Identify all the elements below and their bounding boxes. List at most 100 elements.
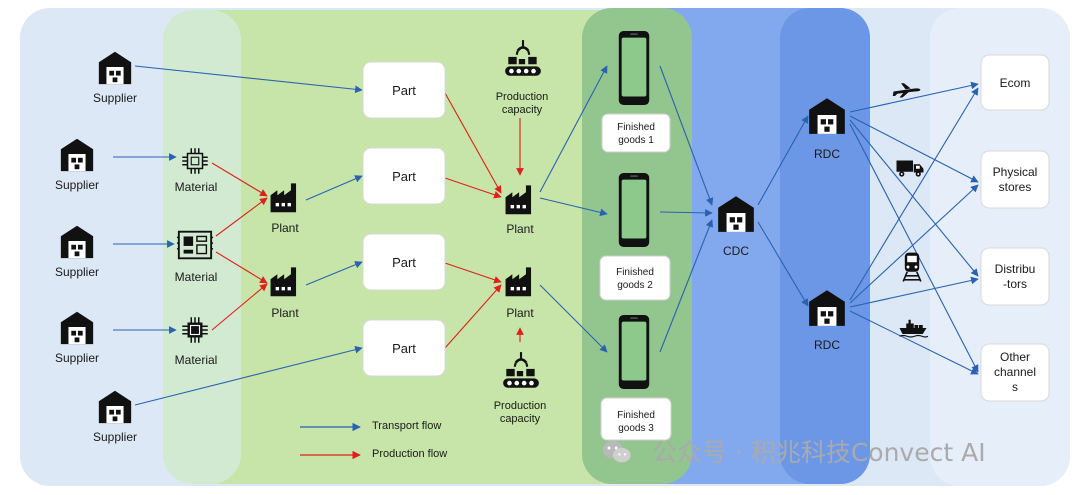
sourcing-band [163,10,241,484]
part-label: Part [392,169,416,184]
supplier-label: Supplier [93,430,137,444]
production-capacity-2: Production capacity [494,350,547,425]
goods-label-line2: goods 3 [618,423,654,434]
transport-flow-arrow [849,123,979,373]
smartphone-icon [618,314,650,390]
transport-flow-arrow [849,276,979,308]
channel-ecom: Ecom [980,54,1050,111]
plant-3: Plant [505,185,534,236]
transport-flow-arrow [539,197,608,217]
capacity-label-line2: capacity [500,413,541,425]
part-4: Part [362,319,446,377]
capacity-label-line1: Production [494,400,547,412]
plant-4: Plant [505,267,534,320]
supplier-label: Supplier [55,351,99,365]
channel-label: Ecom [1000,76,1031,90]
goods-label-line1: Finished [617,122,655,133]
transport-flow-arrow [134,65,363,94]
transport-flow-arrow [659,209,713,217]
transport-flow-arrow [659,65,714,206]
supplier-2: Supplier [55,138,99,192]
plant-label: Plant [271,221,299,235]
smartphone-icon [618,30,650,106]
supplier-label: Supplier [93,91,137,105]
finished-goods-1: Finished goods 1 [601,30,671,153]
legend: Transport flow Production flow [300,420,447,460]
channel-label-line3: s [1012,380,1018,394]
transport-flow-arrow [305,175,363,201]
supplier-1: Supplier [93,51,137,105]
production-flow-arrow [211,283,268,331]
production-flow-arrow [215,251,268,284]
production-capacity-1: Production capacity [496,38,549,116]
supplier-label: Supplier [55,178,99,192]
channel-label-line2: -tors [1003,277,1027,291]
transport-flow-arrow [757,221,809,307]
channel-distributors: Distribu -tors [980,247,1050,306]
goods-label-line1: Finished [616,267,654,278]
rdc-2: RDC [809,290,845,352]
channel-label-line2: channel [994,365,1036,379]
transport-flow-arrow [757,115,809,206]
smartphone-icon [618,172,650,248]
channel-label-line2: stores [999,180,1032,194]
rdc-band [780,8,870,484]
transport-flow-arrow [659,219,714,353]
cdc-node: CDC [718,196,754,258]
watermark-text: 公众号 · 积兆科技Convect AI [652,438,986,467]
cdc-label: CDC [723,244,749,258]
transport-flow-arrow [849,310,979,375]
rdc-label: RDC [814,338,840,352]
production-legend-label: Production flow [372,448,447,460]
production-flow-arrow [444,177,502,199]
transport-flow-arrow [849,81,979,113]
rdc-label: RDC [814,147,840,161]
transport-flow-arrow [849,119,979,277]
part-3: Part [362,233,446,291]
production-flow-arrow [444,92,502,194]
production-flow-arrow [444,284,502,349]
part-2: Part [362,147,446,205]
finished-goods-2: Finished goods 2 [599,172,671,301]
supplier-3: Supplier [55,225,99,279]
goods-label-line2: goods 1 [618,135,654,146]
goods-label-line2: goods 2 [617,280,653,291]
supplier-4: Supplier [55,311,99,365]
material-label: Material [175,353,218,367]
transport-legend-label: Transport flow [372,420,441,432]
transport-flow-arrow [539,65,608,193]
transport-flow-arrow [305,261,363,286]
transport-flow-arrow [849,87,979,301]
channel-other: Other channel s [980,343,1050,402]
supplier-5: Supplier [93,390,137,444]
flow-arrows [113,65,979,406]
plant-1: Plant [270,183,299,235]
plant-label: Plant [271,306,299,320]
material-label: Material [175,270,218,284]
capacity-label-line1: Production [496,91,549,103]
supplier-label: Supplier [55,265,99,279]
material-1: Material [175,147,218,194]
production-flow-arrow [215,197,268,237]
transport-flow-arrow [539,284,608,353]
part-label: Part [392,255,416,270]
channel-physical-stores: Physical stores [980,150,1050,209]
plant-2: Plant [270,267,299,320]
transport-flow-arrow [134,345,363,406]
plant-label: Plant [506,222,534,236]
finished-goods-3: Finished goods 3 [600,314,672,441]
part-label: Part [392,341,416,356]
part-1: Part [362,61,446,119]
material-2: Material [175,230,218,284]
watermark: 公众号 · 积兆科技Convect AI [602,438,986,467]
channel-label-line1: Physical [993,165,1038,179]
rdc-1: RDC [809,98,845,161]
production-flow-arrow [444,262,502,284]
material-label: Material [175,180,218,194]
goods-label-line1: Finished [617,410,655,421]
capacity-label-line2: capacity [502,104,543,116]
part-label: Part [392,83,416,98]
channel-label-line1: Distribu [995,262,1036,276]
production-flow-arrow [211,162,268,197]
